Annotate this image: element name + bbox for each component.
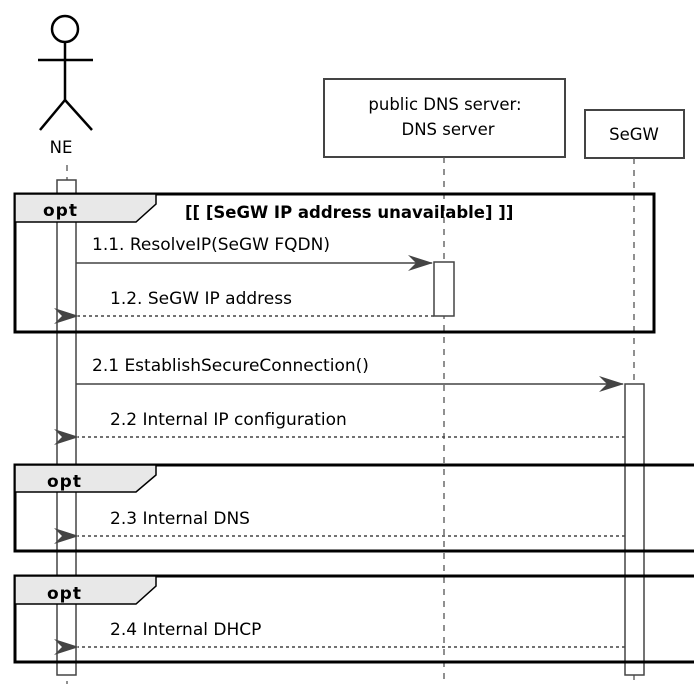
message-label: 2.4 Internal DHCP bbox=[110, 620, 261, 640]
fragment-tab bbox=[14, 464, 157, 493]
actor-label: NE bbox=[50, 138, 73, 157]
actor-leg-left bbox=[39, 99, 66, 131]
fragment-keyword: opt bbox=[43, 201, 78, 221]
message-label: 2.1 EstablishSecureConnection() bbox=[92, 356, 369, 376]
opt-fragment-1: opt [[ [SeGW IP address unavailable] ]] bbox=[13, 192, 656, 334]
participant-box bbox=[584, 109, 685, 159]
fragment-keyword: opt bbox=[47, 472, 82, 492]
fragment-guard: [[ [SeGW IP address unavailable] ]] bbox=[185, 203, 513, 222]
message-label: 2.2 Internal IP configuration bbox=[110, 410, 347, 430]
message-1-1: 1.1. ResolveIP(SeGW FQDN) bbox=[76, 235, 433, 271]
activation-segw bbox=[624, 383, 645, 676]
actor-ne: NE bbox=[38, 14, 93, 157]
fragment-frame bbox=[13, 192, 656, 334]
message-2-1: 2.1 EstablishSecureConnection() bbox=[76, 356, 624, 392]
fragment-tab bbox=[14, 193, 157, 223]
message-label: 2.3 Internal DNS bbox=[110, 509, 250, 529]
opt-fragment-2: opt bbox=[13, 463, 694, 553]
actor-leg-right bbox=[64, 99, 93, 131]
fragment-frame bbox=[13, 463, 694, 553]
activation-dns bbox=[433, 261, 455, 317]
participant-dns-server: public DNS server: DNS server bbox=[323, 78, 566, 158]
participant-segw: SeGW bbox=[584, 109, 685, 159]
participant-label-line1: public DNS server: bbox=[368, 95, 521, 114]
actor-head bbox=[50, 14, 80, 44]
fragment-frame bbox=[13, 574, 694, 664]
message-2-4: 2.4 Internal DHCP bbox=[54, 620, 625, 655]
message-label: 1.1. ResolveIP(SeGW FQDN) bbox=[92, 235, 330, 255]
message-label: 1.2. SeGW IP address bbox=[110, 289, 292, 309]
participant-label-line2: DNS server bbox=[402, 120, 495, 139]
message-2-2: 2.2 Internal IP configuration bbox=[54, 410, 625, 445]
fragment-tab bbox=[14, 575, 157, 605]
message-1-2: 1.2. SeGW IP address bbox=[54, 289, 434, 324]
fragment-keyword: opt bbox=[47, 584, 82, 604]
message-2-3: 2.3 Internal DNS bbox=[54, 509, 625, 544]
opt-fragment-3: opt bbox=[13, 574, 694, 664]
participant-label: SeGW bbox=[609, 125, 659, 144]
participant-box bbox=[323, 78, 566, 158]
